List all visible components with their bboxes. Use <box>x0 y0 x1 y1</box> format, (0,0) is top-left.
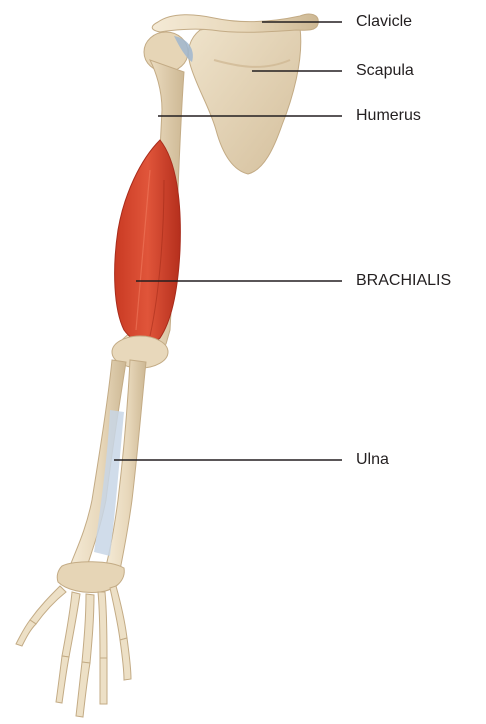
scapula-bone <box>188 24 300 174</box>
label-ulna: Ulna <box>356 451 389 469</box>
hand-bones <box>16 586 131 717</box>
brachialis-muscle <box>115 140 181 344</box>
label-scapula: Scapula <box>356 62 414 80</box>
label-humerus: Humerus <box>356 107 421 125</box>
label-clavicle: Clavicle <box>356 13 412 31</box>
clavicle-bone <box>152 14 318 32</box>
label-brachialis: BRACHIALIS <box>356 272 451 290</box>
